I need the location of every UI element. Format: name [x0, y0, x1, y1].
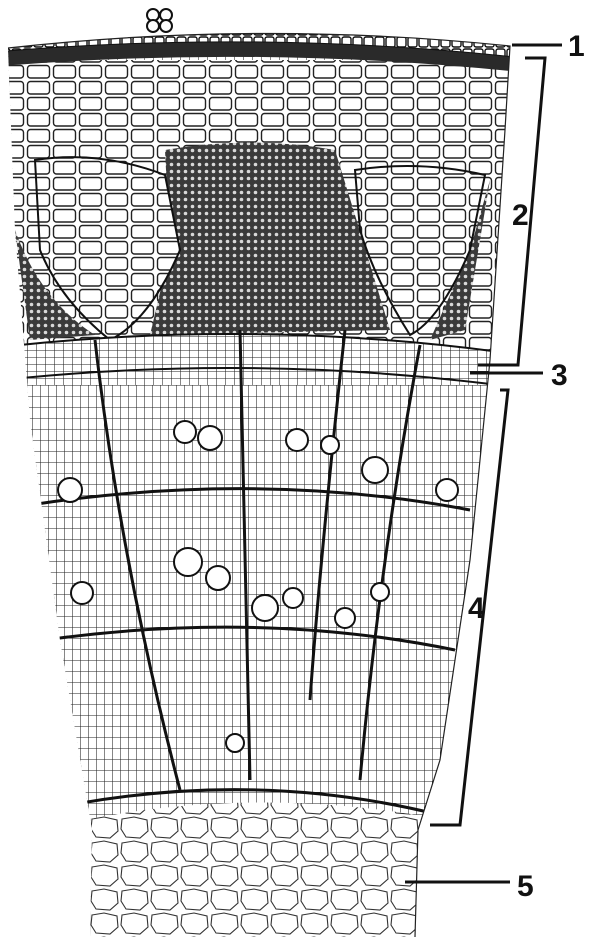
label-3: 3 — [551, 359, 568, 392]
label-5: 5 — [517, 870, 534, 903]
label-2: 2 — [512, 199, 529, 232]
label-1: 1 — [568, 30, 585, 63]
pith-region — [60, 803, 470, 937]
label-4: 4 — [468, 592, 485, 625]
stoma-guard-cells — [147, 9, 172, 32]
